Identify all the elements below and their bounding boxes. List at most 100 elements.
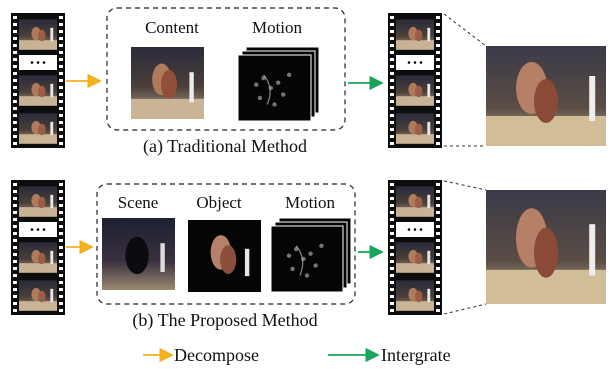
sprocket-hole xyxy=(59,51,63,54)
sprocket-hole xyxy=(436,253,440,256)
sprocket-hole xyxy=(436,204,440,207)
panel-label: Content xyxy=(145,18,199,37)
sprocket-hole xyxy=(390,135,394,138)
dot xyxy=(419,228,423,231)
panel-label: Motion xyxy=(285,193,336,212)
sprocket-hole xyxy=(59,37,63,40)
sprocket-hole xyxy=(390,44,394,47)
output-film-strip-b xyxy=(388,180,442,315)
sprocket-hole xyxy=(13,51,17,54)
sprocket-hole xyxy=(13,37,17,40)
sprocket-hole xyxy=(390,16,394,19)
sprocket-hole xyxy=(59,135,63,138)
sprocket-hole xyxy=(390,253,394,256)
film-frame xyxy=(19,113,57,144)
sprocket-hole xyxy=(59,79,63,82)
sprocket-hole xyxy=(13,79,17,82)
sprocket-hole xyxy=(59,204,63,207)
film-frame xyxy=(396,75,434,106)
sprocket-hole xyxy=(390,197,394,200)
sprocket-hole xyxy=(436,225,440,228)
ellipsis-dots-icon xyxy=(407,61,423,64)
motion-speck xyxy=(281,92,286,97)
motion-trace xyxy=(263,74,271,105)
sprocket-hole xyxy=(59,30,63,33)
input-film-strip-a xyxy=(11,13,65,148)
object-panel xyxy=(188,220,261,292)
motion-speck xyxy=(313,263,318,268)
sprocket-hole xyxy=(390,225,394,228)
sprocket-hole xyxy=(13,309,17,312)
referee-figure xyxy=(589,76,596,121)
sprocket-hole xyxy=(436,183,440,186)
sprocket-hole xyxy=(436,44,440,47)
motion-trace xyxy=(295,245,304,276)
sprocket-hole xyxy=(390,37,394,40)
sprocket-hole xyxy=(436,72,440,75)
sprocket-hole xyxy=(436,65,440,68)
sprocket-hole xyxy=(390,246,394,249)
sprocket-hole xyxy=(13,107,17,110)
sprocket-hole xyxy=(59,128,63,131)
sprocket-hole xyxy=(59,72,63,75)
sprocket-hole xyxy=(13,246,17,249)
sprocket-hole xyxy=(13,183,17,186)
sprocket-hole xyxy=(59,288,63,291)
wrestler-b xyxy=(534,79,558,123)
sprocket-hole xyxy=(59,23,63,26)
sprocket-hole xyxy=(436,16,440,19)
sprocket-hole xyxy=(436,211,440,214)
sprocket-hole xyxy=(59,86,63,89)
sprocket-hole xyxy=(13,211,17,214)
sprocket-hole xyxy=(13,121,17,124)
motion-panel-b xyxy=(270,217,352,293)
motion-speck xyxy=(272,102,277,107)
sprocket-hole xyxy=(390,107,394,110)
motion-speck xyxy=(304,273,310,278)
referee-figure xyxy=(160,243,165,272)
dot xyxy=(407,61,411,64)
motion-speck xyxy=(286,72,292,78)
sprocket-hole xyxy=(436,86,440,89)
panel-label: Object xyxy=(196,193,242,212)
sprocket-hole xyxy=(436,135,440,138)
sprocket-hole xyxy=(13,142,17,145)
sprocket-hole xyxy=(390,30,394,33)
film-frame xyxy=(19,75,57,106)
dot xyxy=(42,228,46,231)
sprocket-hole xyxy=(13,135,17,138)
sprocket-hole xyxy=(13,93,17,96)
sprocket-hole xyxy=(13,281,17,284)
sprocket-hole xyxy=(13,65,17,68)
sprocket-hole xyxy=(59,190,63,193)
film-frame xyxy=(19,19,57,50)
sprocket-hole xyxy=(13,204,17,207)
sprocket-hole xyxy=(436,93,440,96)
sprocket-hole xyxy=(13,128,17,131)
sprocket-hole xyxy=(59,183,63,186)
sprocket-hole xyxy=(390,281,394,284)
referee-figure xyxy=(189,72,194,103)
sprocket-hole xyxy=(13,302,17,305)
film-frame xyxy=(19,242,57,273)
panel-label: Motion xyxy=(252,18,303,37)
ellipsis-dots-icon xyxy=(30,228,46,231)
sprocket-hole xyxy=(436,128,440,131)
zoomed-output-b xyxy=(486,190,606,304)
sprocket-hole xyxy=(436,23,440,26)
sprocket-hole xyxy=(390,232,394,235)
content-panel xyxy=(131,47,204,119)
sprocket-hole xyxy=(390,274,394,277)
sprocket-hole xyxy=(59,281,63,284)
sprocket-hole xyxy=(436,302,440,305)
sprocket-hole xyxy=(59,65,63,68)
sprocket-hole xyxy=(436,142,440,145)
referee-figure xyxy=(244,248,250,277)
sprocket-hole xyxy=(390,79,394,82)
film-frame xyxy=(396,19,434,50)
sprocket-hole xyxy=(13,274,17,277)
sprocket-hole xyxy=(59,142,63,145)
sprocket-hole xyxy=(436,58,440,61)
sprocket-hole xyxy=(59,309,63,312)
dot xyxy=(413,228,417,231)
